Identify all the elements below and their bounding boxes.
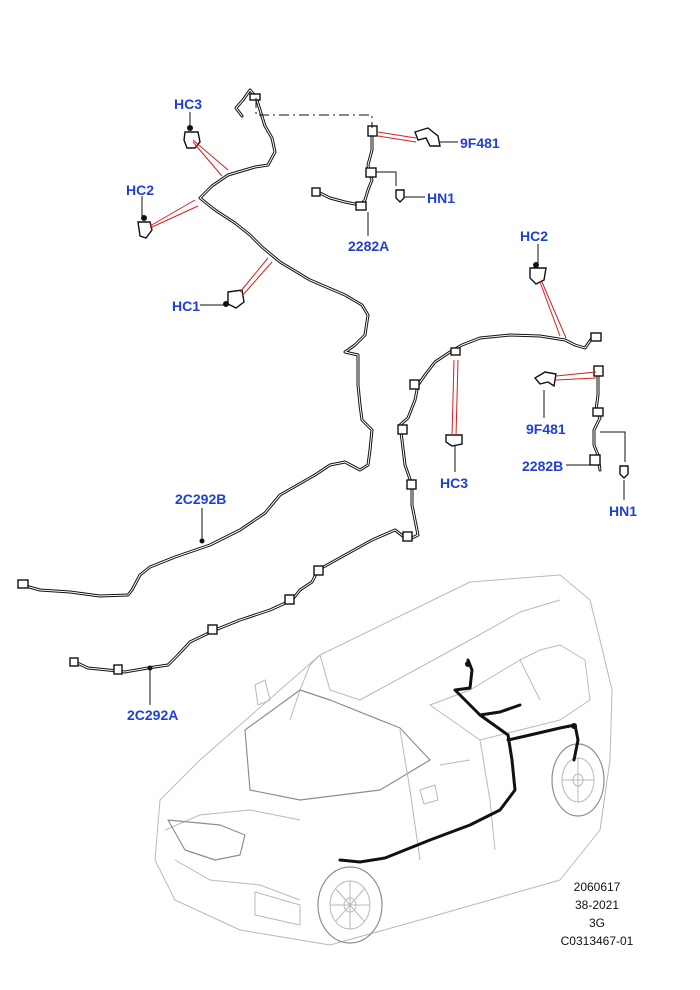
red-leader-lines (149, 131, 597, 437)
leader-lines (141, 112, 625, 705)
bracket-9f481-right (533, 371, 557, 388)
callout-hn1-right: HN1 (609, 503, 638, 519)
clip-hc2-left (137, 215, 153, 239)
callout-hn1-top: HN1 (427, 190, 456, 206)
hose-2282a (311, 125, 405, 211)
callout-hc1: HC1 (172, 298, 201, 314)
reference-block: 2060617 38-2021 3G C0313467-01 (552, 880, 642, 949)
callout-2c292a: 2C292A (127, 707, 179, 723)
hose-2282b (589, 365, 629, 479)
pipe-2c292b (17, 88, 374, 598)
vehicle-outline (154, 574, 613, 946)
pipe-2c292a (69, 332, 602, 675)
reference-line-2: 38-2021 (574, 898, 620, 912)
callout-hc3-mid: HC3 (440, 475, 469, 491)
callout-2c292b: 2C292B (175, 491, 227, 507)
callout-9f481-top: 9F481 (460, 135, 500, 151)
clip-hc3-mid (445, 434, 463, 447)
callout-2282a: 2282A (348, 238, 390, 254)
callout-9f481-right: 9F481 (526, 421, 566, 437)
callout-2282b: 2282B (522, 458, 564, 474)
bracket-9f481-top (414, 127, 441, 147)
reference-line-1: 2060617 (573, 880, 621, 894)
reference-line-4: C0313467-01 (560, 934, 634, 948)
callout-hc3-top: HC3 (174, 96, 203, 112)
callout-hc2-right: HC2 (520, 228, 549, 244)
clip-hc3-top (183, 125, 201, 149)
reference-line-3: 3G (588, 916, 605, 930)
vehicle-brake-pipe-highlight (338, 658, 580, 864)
callout-hc2-left: HC2 (126, 182, 155, 198)
clip-hc1 (223, 289, 245, 309)
connection-line (255, 98, 373, 128)
clip-hc2-right (529, 262, 547, 285)
